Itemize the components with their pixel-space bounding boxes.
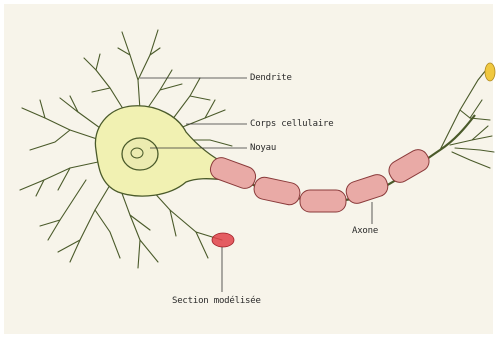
- label-cell-body: Corps cellulaire: [250, 119, 334, 129]
- terminal-bouton: [485, 63, 495, 81]
- label-dendrite: Dendrite: [250, 73, 292, 83]
- label-nucleus: Noyau: [250, 143, 276, 153]
- myelin-segment: [300, 190, 346, 212]
- section-highlight: [212, 233, 234, 247]
- label-section: Section modélisée: [172, 296, 261, 306]
- label-axon: Axone: [352, 226, 378, 236]
- nucleus: [122, 138, 158, 170]
